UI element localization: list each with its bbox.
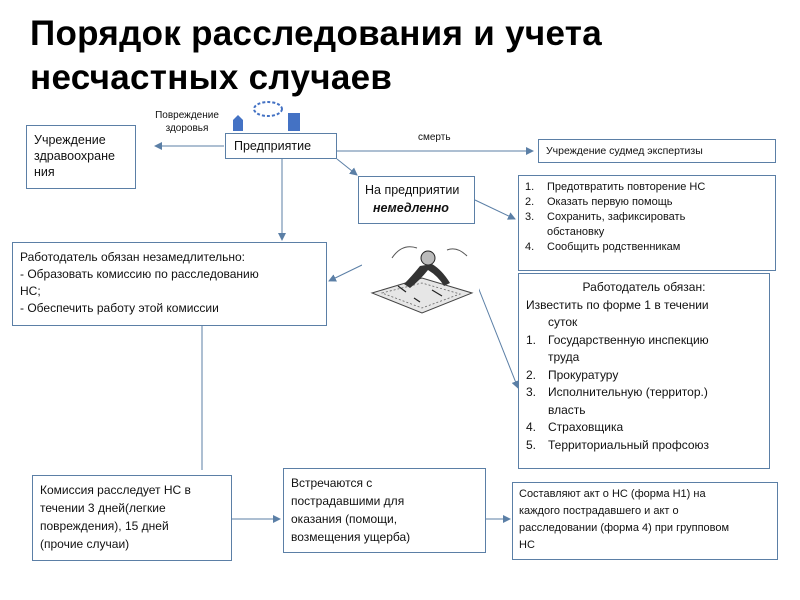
meet-line-2: пострадавшими для	[291, 494, 405, 508]
first-action-item: 3. Сохранить, зафиксировать обстановку	[525, 210, 769, 240]
act-box: Составляют акт о НС (форма Н1) на каждог…	[512, 482, 778, 560]
notify-recipients-list: 1. Государственную инспекцию труда 2. Прокур…	[526, 332, 762, 455]
employer-duty-line-3: НС;	[20, 284, 41, 298]
healthcare-line-1: Учреждение	[34, 133, 106, 147]
meet-line-4: возмещения ущерба)	[291, 530, 411, 544]
employer-notify-box: Работодатель обязан: Известить по форме …	[518, 273, 770, 469]
notify-recipient-item: 3. Исполнительную (территор.) власть	[526, 384, 762, 419]
first-action-item-text: Сообщить родственникам	[547, 241, 681, 253]
act-line-3: расследовании (форма 4) при групповом	[519, 522, 730, 534]
notify-recipient-item-number: 3.	[526, 385, 537, 399]
title-line-1: Порядок расследования и учета	[30, 14, 602, 53]
notify-recipient-item-text: власть	[548, 402, 586, 417]
notify-recipient-item-number: 2.	[526, 367, 537, 382]
healthcare-line-3: ния	[34, 165, 55, 179]
first-action-item-number: 4.	[525, 241, 535, 253]
arrow-image-to-notify	[477, 286, 520, 389]
damage-label: Повреждение здоровья	[147, 109, 227, 135]
first-action-item: 1. Предотвратить повторение НС	[525, 180, 769, 195]
first-action-item-text: Оказать первую помощь	[547, 196, 673, 208]
arrow-enterprise-to-at-enterprise	[336, 158, 358, 176]
first-action-item: 2. Оказать первую помощь	[525, 195, 769, 210]
notify-recipient-item: 1. Государственную инспекцию труда	[526, 332, 762, 367]
act-line-2: каждого пострадавшего и акт о	[519, 505, 679, 517]
first-action-item-number: 2.	[525, 196, 535, 208]
healthcare-institution-box: Учреждение здравоохране ния	[26, 125, 136, 189]
first-actions-list: 1. Предотвратить повторение НС 2. Оказать п…	[525, 180, 769, 255]
notify-intro-line-2: суток	[548, 315, 578, 329]
commission-box: Комиссия расследует НС в течении 3 дней(…	[32, 475, 232, 561]
notify-recipient-item-text: Государственную инспекцию	[548, 332, 709, 347]
first-action-item-number: 3.	[525, 211, 535, 223]
commission-line-2: течении 3 дней(легкие	[40, 501, 166, 515]
notify-recipient-item-text: Страховщика	[548, 420, 624, 434]
first-action-item-text: обстановку	[547, 226, 605, 238]
notify-heading: Работодатель обязан:	[582, 280, 706, 294]
enterprise-box: Предприятие	[225, 133, 337, 159]
meet-line-3: оказания (помощи,	[291, 512, 398, 526]
title-line-2: несчастных случаев	[30, 58, 393, 97]
damage-label-line-2: здоровья	[165, 123, 209, 134]
first-action-item-number: 1.	[525, 181, 535, 193]
accident-illustration	[362, 238, 479, 318]
damage-label-line-1: Повреждение	[155, 110, 219, 121]
act-line-1: Составляют акт о НС (форма Н1) на	[519, 488, 706, 500]
arrow-at-enterprise-to-actions	[474, 199, 516, 220]
arrow-image-to-employer	[328, 264, 363, 282]
forensic-expertise-box: Учреждение судмед экспертизы	[538, 139, 776, 163]
employer-duty-line-2: - Образовать комиссию по расследованию	[20, 267, 259, 281]
commission-line-1: Комиссия расследует НС в	[40, 483, 191, 497]
employer-duty-line-4: - Обеспечить работу этой комиссии	[20, 301, 219, 315]
first-action-item: 4. Сообщить родственникам	[525, 240, 769, 255]
notify-recipient-item-text: труда	[548, 350, 580, 364]
notify-intro-line-1: Известить по форме 1 в течении	[526, 297, 709, 312]
first-action-item-text: Предотвратить повторение НС	[547, 181, 706, 193]
notify-recipient-item-number: 1.	[526, 332, 537, 347]
page-title: Порядок расследования и учета несчастных…	[30, 12, 730, 100]
first-actions-box: 1. Предотвратить повторение НС 2. Оказать п…	[518, 175, 776, 271]
first-action-item-text: Сохранить, зафиксировать	[547, 211, 686, 223]
notify-recipient-item-text: Исполнительную (территор.)	[548, 385, 708, 399]
death-label: смерть	[418, 132, 451, 143]
notify-recipient-item-number: 5.	[526, 437, 537, 452]
act-line-4: НС	[519, 539, 535, 551]
at-enterprise-box: На предприятии немедленно	[358, 176, 475, 224]
notify-recipient-item: 4. Страховщика	[526, 419, 762, 437]
employer-duty-box: Работодатель обязан незамедлительно: - О…	[12, 242, 327, 326]
notify-recipient-item-text: Прокуратуру	[548, 367, 619, 382]
immediately-label: немедленно	[373, 201, 449, 215]
fallen-person-icon	[233, 101, 300, 131]
at-enterprise-label: На предприятии	[365, 183, 460, 197]
healthcare-line-2: здравоохране	[34, 149, 115, 163]
notify-recipient-item-text: Территориальный профсоюз	[548, 437, 710, 452]
commission-line-4: (прочие случаи)	[40, 537, 130, 551]
meet-victims-box: Встречаются с пострадавшими для оказания…	[283, 468, 486, 553]
commission-line-3: повреждения), 15 дней	[40, 519, 169, 533]
notify-recipient-item-number: 4.	[526, 420, 537, 434]
meet-line-1: Встречаются с	[291, 476, 373, 490]
employer-duty-line-1: Работодатель обязан незамедлительно:	[20, 250, 245, 264]
notify-recipient-item: 2. Прокуратуру	[526, 367, 762, 385]
notify-recipient-item: 5. Территориальный профсоюз	[526, 437, 762, 455]
